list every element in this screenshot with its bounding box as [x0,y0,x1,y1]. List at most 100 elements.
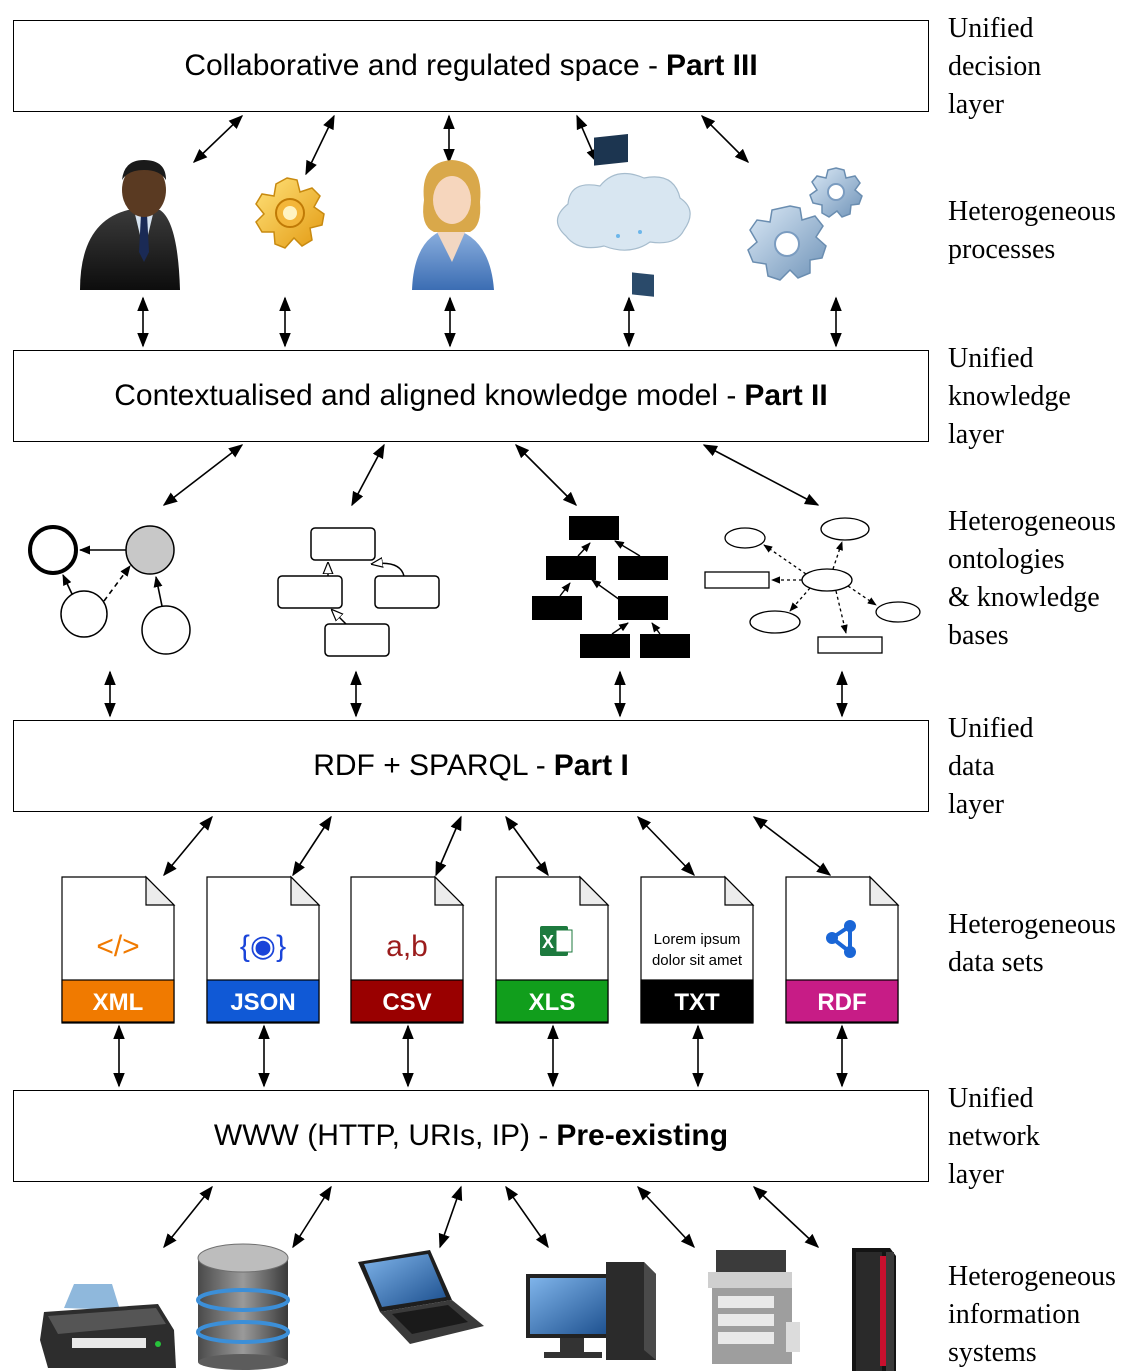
file-type-band [206,979,320,1023]
side-label-datasets: Heterogeneous data sets [948,906,1116,982]
file-type-label: CSV [382,989,431,1016]
file-type-label: XLS [529,989,576,1016]
desktop-computer-icon [526,1262,656,1360]
arrow [292,815,332,877]
side-label-line: layer [948,789,1004,820]
side-label-line: Unified [948,343,1034,374]
star-graph-icon [704,517,921,654]
rdf-node [826,932,838,944]
arrow [637,1185,695,1249]
arrow [505,815,549,877]
excel-sheet [555,929,573,953]
rdf-node [844,946,856,958]
txt-glyph-line: dolor sit amet [652,952,743,969]
arrow [351,443,385,507]
txt-glyph-line: Lorem ipsum [654,931,741,948]
side-label-line: data sets [948,947,1044,978]
arrow [163,815,213,877]
arrow [636,815,696,877]
arrow [700,114,750,164]
arrow [576,114,598,164]
arrow [702,444,820,506]
side-label-line: ontologies [948,544,1065,575]
arrow [438,1185,463,1249]
laptop-icon [358,1250,484,1344]
cloud-computing-icon [556,133,691,297]
circle-graph-icon [28,525,191,655]
side-label-line: decision [948,51,1042,82]
arrow [505,1185,549,1249]
file-type-band [495,979,609,1023]
side-label-line: Unified [948,713,1034,744]
side-label-knowledge: Unified knowledge layer [948,340,1071,454]
side-label-line: information [948,1299,1081,1330]
file-fold [434,875,465,906]
csv-file-icon: CSV a,b [350,875,465,1024]
file-type-band [61,979,175,1023]
side-label-line: systems [948,1337,1037,1368]
arrow [305,114,335,176]
side-label-data: Unified data layer [948,710,1034,824]
side-label-network: Unified network layer [948,1080,1040,1194]
file-type-band [785,979,899,1023]
arrow [192,115,244,163]
side-label-line: Heterogeneous [948,506,1116,537]
side-label-line: Heterogeneous [948,909,1116,940]
arrow [752,816,832,876]
file-type-label: XML [93,989,144,1016]
side-label-line: layer [948,89,1004,120]
xml-file-icon: XML </> [61,875,176,1024]
gear-icon [255,177,325,249]
file-fold [869,875,900,906]
connector-arrows [104,114,848,1249]
data-layer-part: Part I [553,749,629,782]
side-label-line: knowledge [948,381,1071,412]
data-layer-text: RDF + SPARQL - [313,749,546,782]
side-label-line: Unified [948,1083,1034,1114]
json-file-icon: JSON {◉} [206,875,321,1024]
file-glyph: a,b [386,930,428,963]
side-label-ontologies: Heterogeneous ontologies & knowledge bas… [948,503,1116,655]
side-label-line: & knowledge [948,582,1100,613]
file-fold [145,875,176,906]
side-label-line: data [948,751,995,782]
server-rack-icon [852,1248,896,1371]
file-type-label: RDF [817,989,866,1016]
network-layer-part: Pre-existing [556,1119,729,1152]
arrow [162,444,244,506]
arrow [752,1186,820,1248]
network-layer-text: WWW (HTTP, URIs, IP) - [213,1119,549,1152]
printer-icon [40,1284,176,1368]
arrow [163,1185,213,1249]
arrow [435,815,462,877]
side-label-line: network [948,1121,1040,1152]
data-layer-box: RDF + SPARQL - Part I [13,720,929,812]
file-fold [290,875,321,906]
database-icon [196,1243,290,1370]
txt-file-icon: TXT Lorem ipsum dolor sit amet [640,875,755,1024]
side-label-line: layer [948,419,1004,450]
gears-icon [747,167,863,281]
tree-graph-icon [532,516,690,658]
knowledge-layer-part: Part II [744,379,828,412]
arrow [292,1185,332,1249]
side-label-line: bases [948,620,1009,651]
knowledge-layer-box: Contextualised and aligned knowledge mod… [13,350,929,442]
file-type-label: TXT [674,989,720,1016]
decision-layer-part: Part III [665,49,758,82]
arrow [514,443,578,507]
file-fold [724,875,755,906]
side-label-line: layer [948,1159,1004,1190]
decision-layer-text: Collaborative and regulated space - [184,49,658,82]
side-label-decision: Unified decision layer [948,10,1041,124]
side-label-line: processes [948,234,1056,265]
side-label-line: Heterogeneous [948,1261,1116,1292]
file-type-band [640,979,754,1023]
file-glyph: </> [96,930,139,963]
file-fold [579,875,610,906]
file-type-label: JSON [230,989,295,1016]
file-glyph: {◉} [240,930,286,963]
